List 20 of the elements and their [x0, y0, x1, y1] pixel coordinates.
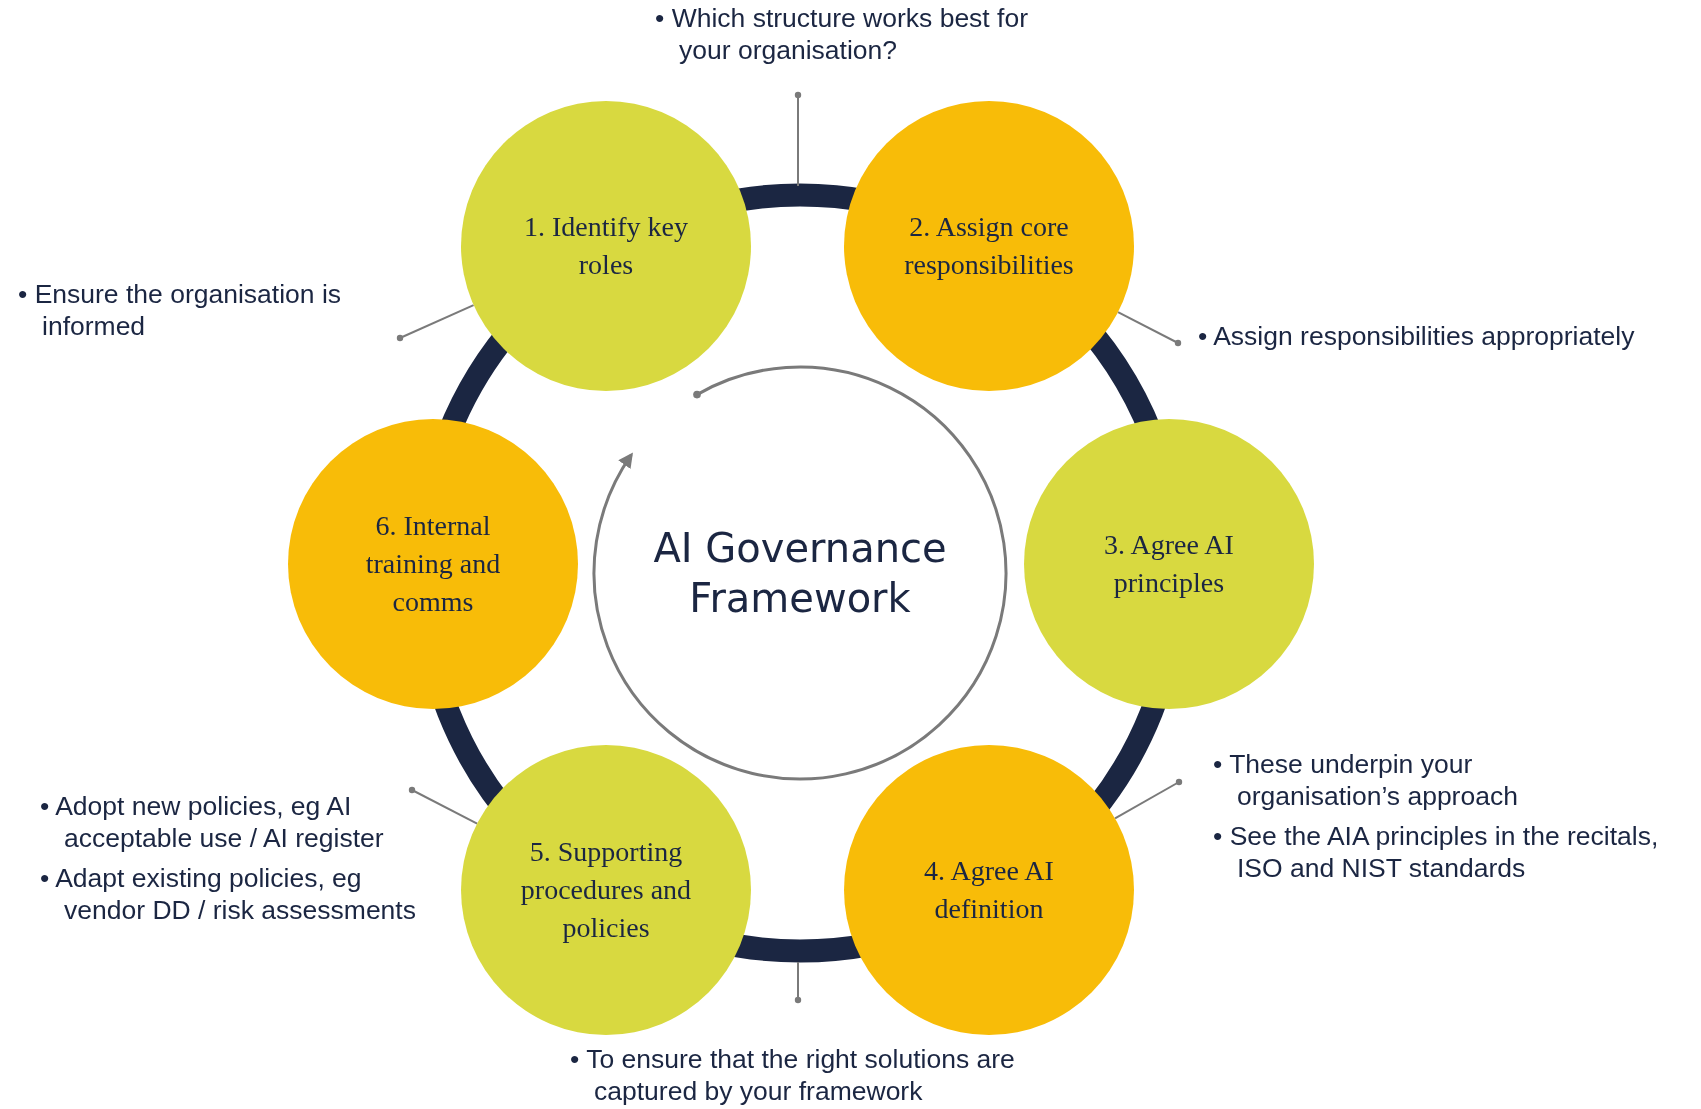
bullet-note: • Adapt existing policies, eg vendor DD / risk assessments [40, 862, 417, 926]
bullet-note: • Ensure the organisation is informed [18, 278, 343, 342]
step-label: 1. Identify key roles [522, 210, 690, 282]
bullet-note: • To ensure that the right solutions are captured by your framework [570, 1043, 1016, 1107]
bullet-note: • Adopt new policies, eg AI acceptable use / AI register [40, 790, 385, 854]
bullet-note: • See the AIA principles in the recitals, ISO and NIST standards [1213, 820, 1660, 884]
bullet-note: • These underpin your organisation’s approach [1213, 748, 1519, 812]
step-label: 4. Agree AI definition [923, 854, 1055, 926]
leader-line [396, 304, 475, 342]
bullet-note: • Assign responsibilities appropriately [1198, 320, 1636, 352]
center-title: AI Governance Framework [652, 524, 948, 623]
step-label: 3. Agree AI principles [1103, 528, 1235, 600]
leader-line [794, 91, 802, 187]
leader-line [794, 961, 802, 1004]
leader-line [1114, 778, 1183, 820]
bullet-note: • Which structure works best for your organisation? [655, 2, 1030, 66]
step-label: 2. Assign core responsibilities [903, 210, 1075, 282]
leader-line [408, 786, 479, 825]
step-label: 6. Internal training and comms [364, 509, 502, 619]
step-label: 5. Supporting procedures and policies [519, 835, 693, 945]
